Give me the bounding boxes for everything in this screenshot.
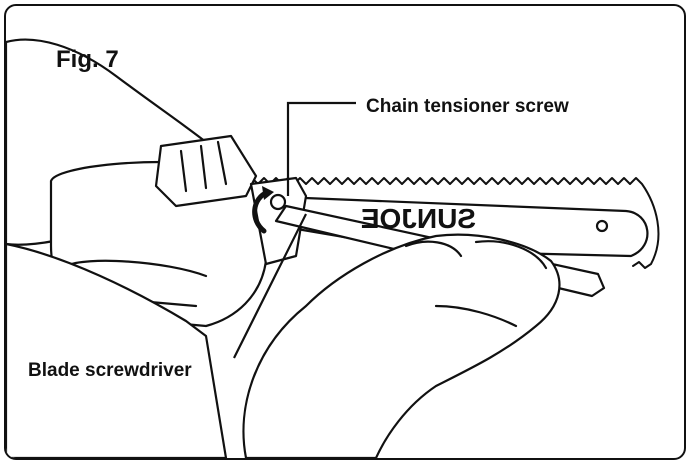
tensioner-screw (269, 193, 287, 211)
housing-cap (154, 134, 258, 208)
saw-chain (245, 177, 660, 269)
tensioner-leader-line (286, 101, 356, 196)
screwdriver-leader-line (233, 213, 307, 359)
callout-chain-tensioner-screw: Chain tensioner screw (366, 96, 569, 117)
chainsaw-illustration: SUNJOE (6, 38, 660, 458)
bar-nose-hole (595, 219, 609, 233)
figure-frame: SUNJOE Fig. 7 Chain tensioner screw Blad… (4, 4, 686, 460)
guide-bar (254, 194, 649, 258)
callout-blade-screwdriver: Blade screwdriver (28, 360, 192, 381)
bar-brand: SUNJOE (361, 203, 476, 234)
right-hand (242, 233, 561, 458)
left-forearm (6, 242, 228, 458)
figure-label: Fig. 7 (56, 46, 119, 73)
